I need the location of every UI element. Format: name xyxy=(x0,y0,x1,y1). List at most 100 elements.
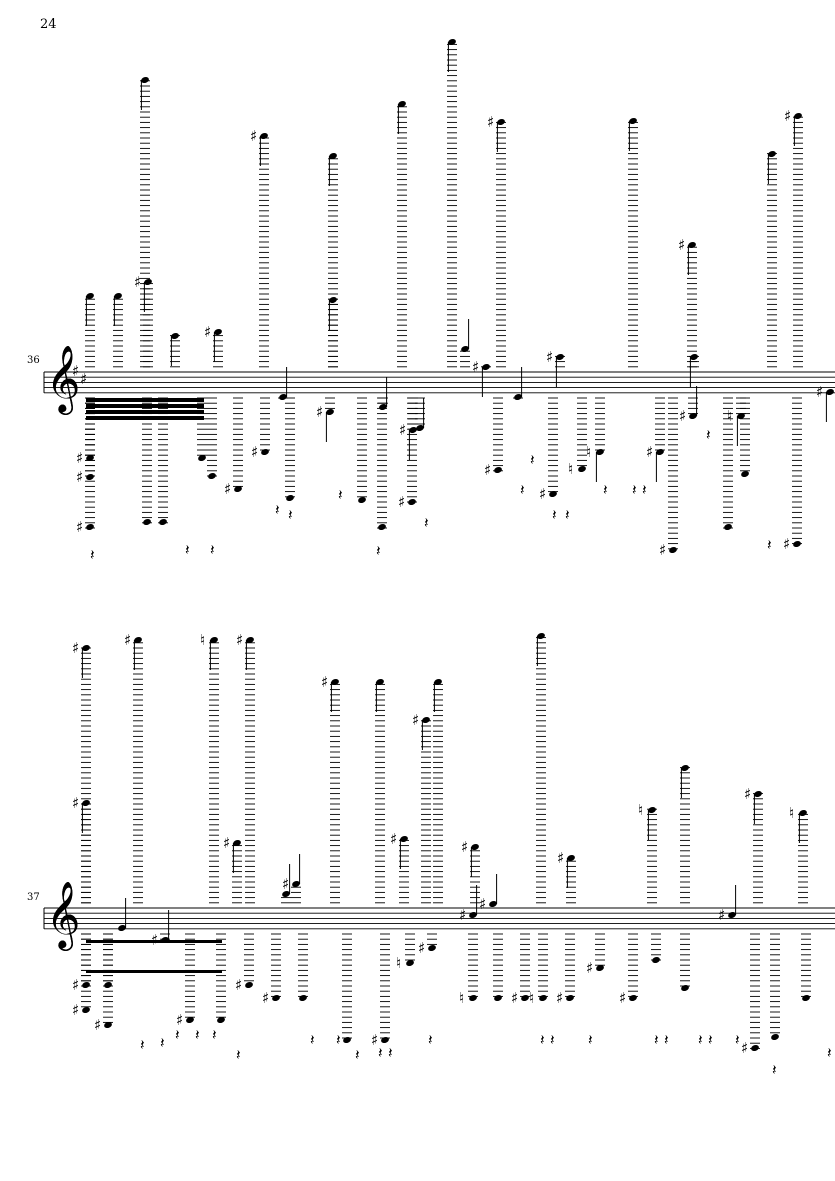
notehead xyxy=(539,994,547,1002)
sharp-icon: ♯ xyxy=(204,323,211,341)
sharp-icon: ♯ xyxy=(235,976,242,994)
sharp-icon: ♯ xyxy=(783,535,790,553)
quarter-rest-icon: 𝄽 xyxy=(212,1026,217,1044)
sharp-icon: ♯ xyxy=(262,989,269,1007)
sharp-icon: ♯ xyxy=(557,849,564,867)
notehead xyxy=(799,809,807,817)
beam xyxy=(86,940,222,943)
sharp-icon: ♯ xyxy=(679,407,686,425)
sharp-icon: ♯ xyxy=(484,461,491,479)
notehead xyxy=(86,454,94,462)
notehead xyxy=(768,150,776,158)
sharp-icon: ♯ xyxy=(251,443,258,461)
notehead xyxy=(214,328,222,336)
sharp-icon: ♯ xyxy=(236,631,243,649)
notehead xyxy=(428,944,436,952)
quarter-rest-icon: 𝄽 xyxy=(603,481,608,499)
sharp-icon: ♯ xyxy=(479,895,486,913)
notehead xyxy=(652,956,660,964)
notehead xyxy=(578,465,586,473)
quarter-rest-icon: 𝄽 xyxy=(140,1036,145,1054)
notehead xyxy=(82,1006,90,1014)
sharp-icon: ♯ xyxy=(418,939,425,957)
sharp-icon: ♯ xyxy=(412,711,419,729)
quarter-rest-icon: 𝄽 xyxy=(706,426,711,444)
notehead xyxy=(751,1044,759,1052)
treble-clef-icon: 𝄞 xyxy=(46,344,80,415)
natural-icon: ♮ xyxy=(200,631,205,649)
sharp-icon: ♯ xyxy=(76,449,83,467)
measure-number-system-2: 37 xyxy=(27,892,40,903)
quarter-rest-icon: 𝄽 xyxy=(175,1026,180,1044)
sharp-icon: ♯ xyxy=(459,906,466,924)
notehead xyxy=(279,393,287,401)
notehead xyxy=(82,644,90,652)
notehead xyxy=(331,678,339,686)
notehead xyxy=(82,981,90,989)
beam xyxy=(86,398,204,402)
notehead xyxy=(261,448,269,456)
notehead xyxy=(406,959,414,967)
beam xyxy=(86,404,204,408)
key-signature-sharp-icon: ♯ xyxy=(80,370,87,388)
sharp-icon: ♯ xyxy=(72,639,79,657)
notehead xyxy=(471,843,479,851)
notehead xyxy=(489,900,497,908)
quarter-rest-icon: 𝄽 xyxy=(378,1044,383,1062)
notehead xyxy=(234,485,242,493)
natural-icon: ♮ xyxy=(586,443,591,461)
quarter-rest-icon: 𝄽 xyxy=(520,481,525,499)
notehead xyxy=(86,292,94,300)
notehead xyxy=(566,994,574,1002)
sharp-icon: ♯ xyxy=(399,421,406,439)
notehead xyxy=(494,994,502,1002)
sharp-icon: ♯ xyxy=(511,989,518,1007)
natural-icon: ♮ xyxy=(396,954,401,972)
notehead xyxy=(159,518,167,526)
sharp-icon: ♯ xyxy=(461,838,468,856)
notehead xyxy=(689,412,697,420)
notehead xyxy=(629,117,637,125)
notehead xyxy=(343,1036,351,1044)
sharp-icon: ♯ xyxy=(124,631,131,649)
quarter-rest-icon: 𝄽 xyxy=(210,541,215,559)
quarter-rest-icon: 𝄽 xyxy=(275,501,280,519)
staff-system-2: 𝄞♯♯♯♯♮♯♯♯♯♯♯♯♯♯♯♮♯♯♮𝄞♯♯♯♯♯♯♯♮♯♮♯♮♯♯♯♯𝄽𝄽𝄽… xyxy=(43,631,835,1079)
sharp-icon: ♯ xyxy=(282,875,289,893)
notehead xyxy=(398,100,406,108)
notehead xyxy=(434,678,442,686)
notehead xyxy=(629,994,637,1002)
notehead xyxy=(741,470,749,478)
notehead xyxy=(681,984,689,992)
sharp-icon: ♯ xyxy=(371,1031,378,1049)
sharp-icon: ♯ xyxy=(718,906,725,924)
notehead xyxy=(728,911,736,919)
sharp-icon: ♯ xyxy=(398,493,405,511)
quarter-rest-icon: 𝄽 xyxy=(424,514,429,532)
notehead xyxy=(245,981,253,989)
notehead xyxy=(246,636,254,644)
notehead xyxy=(754,790,762,798)
sharp-icon: ♯ xyxy=(539,485,546,503)
notehead xyxy=(260,132,268,140)
notehead xyxy=(408,498,416,506)
quarter-rest-icon: 𝄽 xyxy=(772,1061,777,1079)
notehead xyxy=(416,424,424,432)
quarter-rest-icon: 𝄽 xyxy=(735,1031,740,1049)
sharp-icon: ♯ xyxy=(586,959,593,977)
notehead xyxy=(134,636,142,644)
quarter-rest-icon: 𝄽 xyxy=(355,1046,360,1064)
notehead xyxy=(737,412,745,420)
sharp-icon: ♯ xyxy=(678,236,685,254)
notehead xyxy=(272,994,280,1002)
notehead xyxy=(656,448,664,456)
sharp-icon: ♯ xyxy=(72,1001,79,1019)
sharp-icon: ♯ xyxy=(659,541,666,559)
notehead xyxy=(794,112,802,120)
notehead xyxy=(329,296,337,304)
quarter-rest-icon: 𝄽 xyxy=(767,536,772,554)
notehead xyxy=(469,994,477,1002)
natural-icon: ♮ xyxy=(727,407,732,425)
sharp-icon: ♯ xyxy=(134,273,141,291)
quarter-rest-icon: 𝄽 xyxy=(428,1031,433,1049)
